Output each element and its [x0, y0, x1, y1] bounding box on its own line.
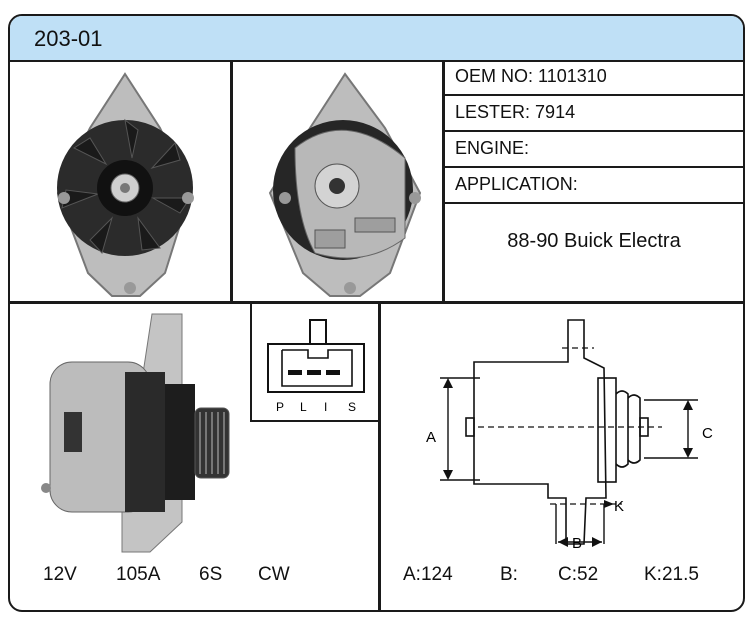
row-divider — [10, 301, 743, 304]
product-card: 203-01 OEM NO: 1101310 LESTER: 7914 ENGI… — [8, 14, 745, 612]
dim-label-a: A — [426, 429, 436, 446]
lester-label: LESTER: — [455, 102, 531, 122]
pin-l: L — [300, 400, 307, 414]
dim-k-value: K:21.5 — [644, 564, 699, 585]
engine-label: ENGINE: — [455, 138, 530, 158]
connector-box-bottom — [250, 420, 380, 422]
dim-a-value: A:124 — [403, 564, 453, 585]
oem-label: OEM NO: — [455, 66, 534, 86]
connector-box-left — [250, 301, 252, 422]
pulley-type: 6S — [199, 564, 223, 585]
lester-row: LESTER: 7914 — [445, 96, 743, 132]
model-number: 203-01 — [34, 26, 103, 51]
pin-p: P — [276, 400, 284, 414]
dim-label-b: B — [572, 535, 582, 552]
alternator-front-image — [56, 72, 194, 297]
application-value: 88-90 Buick Electra — [507, 230, 681, 252]
oem-value: 1101310 — [538, 66, 607, 86]
col-divider — [442, 60, 445, 301]
pin-s: S — [348, 400, 356, 414]
dim-label-k: K — [614, 498, 624, 515]
dim-b-value: B: — [500, 564, 518, 585]
header-bar: 203-01 — [10, 16, 743, 62]
engine-row: ENGINE: — [445, 132, 743, 168]
application-label: APPLICATION: — [455, 174, 578, 194]
rotation: CW — [258, 564, 290, 585]
amperage: 105A — [116, 564, 161, 585]
dimension-drawing: A B C K — [426, 319, 713, 552]
dim-c-value: C:52 — [558, 564, 599, 585]
connector-diagram: P L I S — [267, 319, 365, 414]
dim-label-c: C — [702, 425, 713, 442]
col-divider — [230, 60, 233, 301]
alternator-rear-image — [268, 72, 422, 297]
alternator-side-image — [41, 313, 230, 553]
application-row: APPLICATION: — [445, 168, 743, 204]
col-divider — [378, 301, 381, 610]
lester-value: 7914 — [535, 102, 576, 122]
oem-row: OEM NO: 1101310 — [445, 60, 743, 96]
pin-i: I — [324, 400, 327, 414]
voltage: 12V — [43, 564, 77, 585]
